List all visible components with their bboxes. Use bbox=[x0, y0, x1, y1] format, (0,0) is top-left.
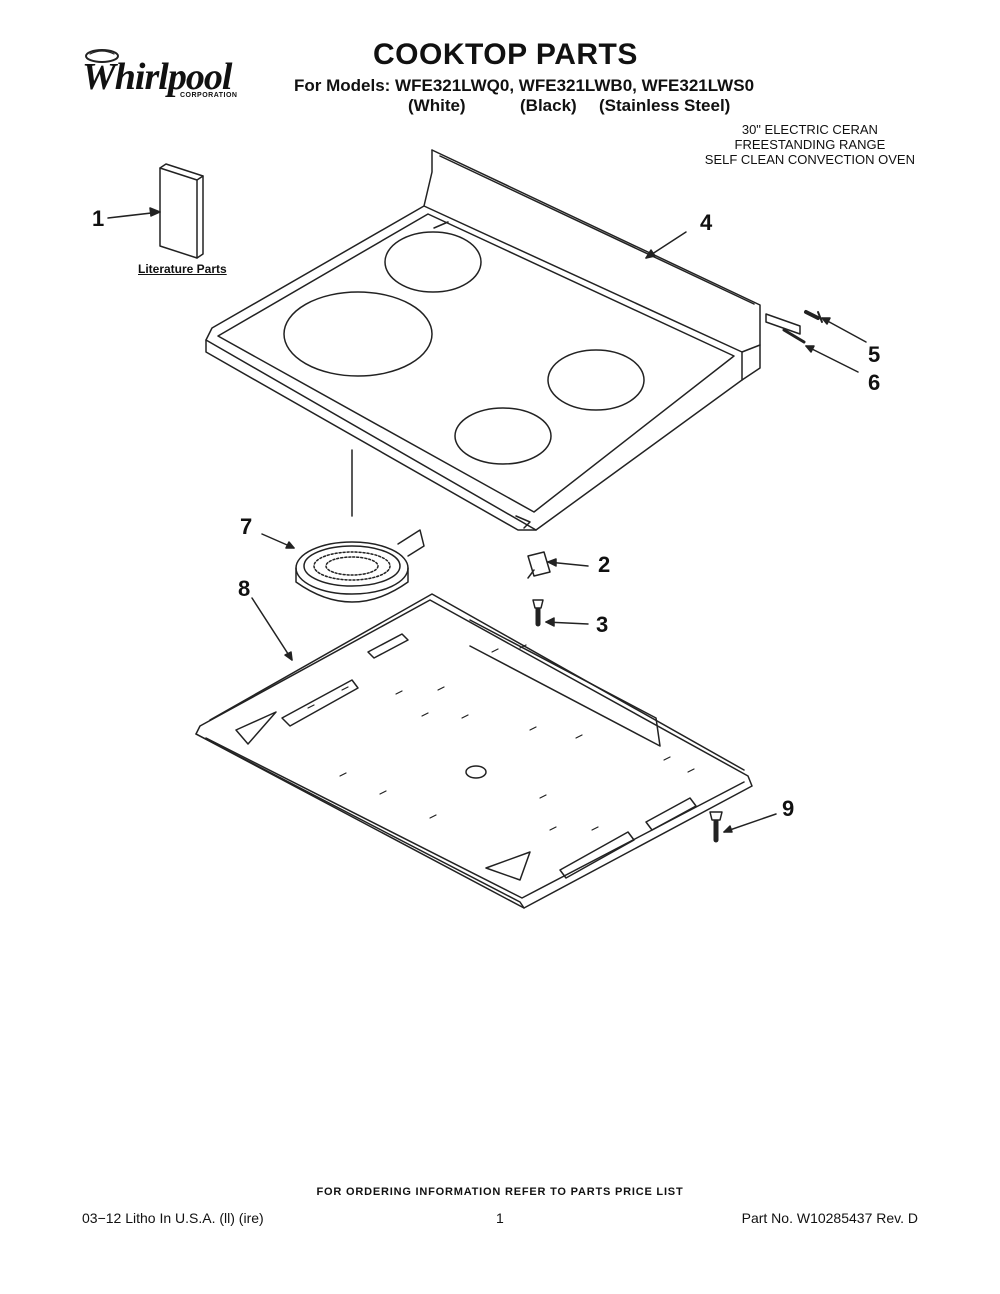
variant-black: (Black) bbox=[520, 96, 577, 115]
arrow-5 bbox=[821, 317, 867, 343]
literature-booklet bbox=[159, 163, 204, 259]
screw-5 bbox=[804, 310, 823, 323]
screw-9 bbox=[709, 811, 723, 843]
appliance-description: 30" ELECTRIC CERAN FREESTANDING RANGE SE… bbox=[705, 122, 915, 167]
description-line: 30" ELECTRIC CERAN bbox=[741, 122, 878, 137]
whirlpool-logo: Whirlpool bbox=[82, 56, 232, 98]
radiant-element bbox=[295, 529, 425, 603]
variant-stainless: (Stainless Steel) bbox=[599, 96, 731, 115]
screw-3 bbox=[532, 599, 544, 627]
description-line: SELF CLEAN CONVECTION OVEN bbox=[704, 152, 915, 167]
callout-4: 4 bbox=[700, 210, 713, 235]
arrowhead-4 bbox=[645, 249, 656, 259]
callout-5: 5 bbox=[868, 342, 881, 367]
variant-white: (White) bbox=[408, 96, 466, 115]
arrow-9 bbox=[723, 813, 777, 833]
logo-subtext: CORPORATION bbox=[180, 92, 238, 99]
arrowhead-7 bbox=[285, 541, 295, 549]
arrowhead-1 bbox=[149, 207, 161, 217]
arrowhead-2 bbox=[547, 558, 557, 567]
ordering-note: FOR ORDERING INFORMATION REFER TO PARTS … bbox=[316, 1186, 684, 1198]
callout-9: 9 bbox=[782, 796, 795, 821]
arrow-8 bbox=[251, 597, 293, 661]
callout-2: 2 bbox=[598, 552, 611, 577]
literature-parts-label: Literature Parts bbox=[138, 262, 227, 276]
description-line: FREESTANDING RANGE bbox=[734, 137, 886, 152]
part-number: Part No. W10285437 Rev. D bbox=[741, 1210, 918, 1226]
logo-swoosh bbox=[85, 49, 119, 63]
page-number: 1 bbox=[496, 1210, 504, 1226]
litho-info: 03−12 Litho In U.S.A. (ll) (ire) bbox=[82, 1210, 264, 1226]
callout-6: 6 bbox=[868, 370, 881, 395]
clip-bracket bbox=[527, 551, 551, 579]
arrow-6 bbox=[805, 345, 859, 373]
cooktop-glass bbox=[205, 149, 761, 531]
burner-box bbox=[195, 593, 753, 909]
arrowhead-5 bbox=[821, 317, 831, 325]
callout-3: 3 bbox=[596, 612, 609, 637]
arrowhead-9 bbox=[723, 825, 733, 833]
callout-7: 7 bbox=[240, 514, 253, 539]
models-line: For Models: WFE321LWQ0, WFE321LWB0, WFE3… bbox=[294, 76, 755, 95]
callout-8: 8 bbox=[238, 576, 251, 601]
arrowhead-6 bbox=[805, 345, 815, 353]
callout-1: 1 bbox=[92, 206, 105, 231]
callout-arrows bbox=[107, 207, 867, 833]
page-title: COOKTOP PARTS bbox=[373, 38, 638, 71]
arrowhead-8 bbox=[284, 651, 293, 661]
arrowhead-3 bbox=[545, 617, 555, 627]
indicator-bracket bbox=[765, 313, 806, 344]
